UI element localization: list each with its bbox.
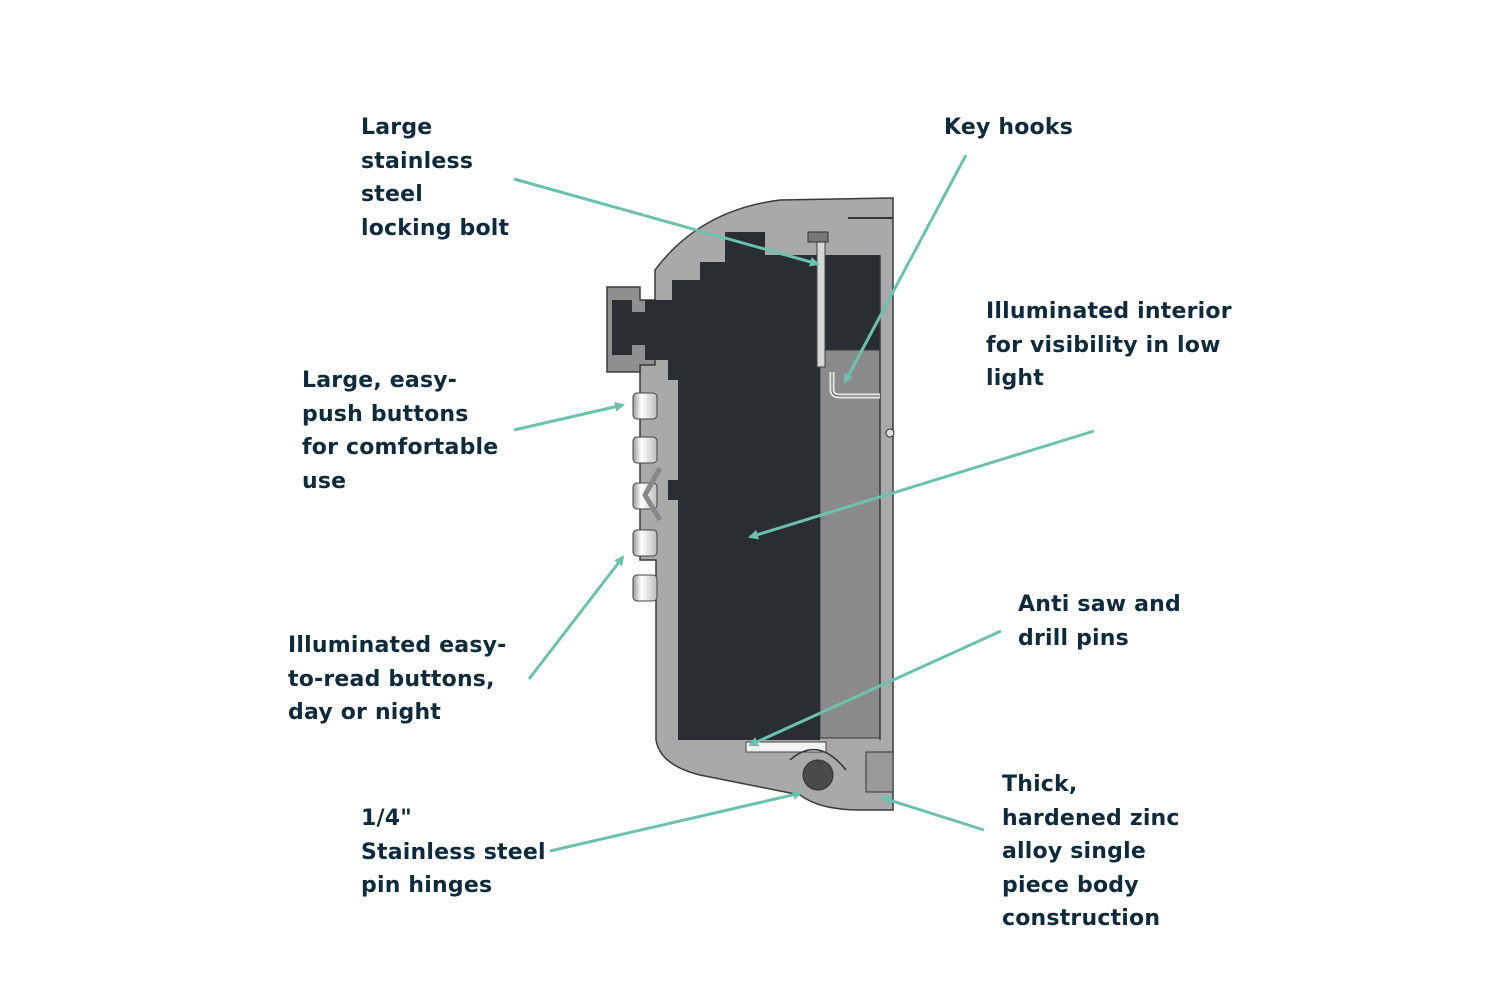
keypad-button [632,436,658,464]
label-illuminated-interior: Illuminated interior for visibility in l… [986,299,1232,391]
label-locking-bolt: Large stainless steel locking bolt [361,115,510,241]
keypad-button [632,392,658,420]
hinge-pin-part [802,759,834,791]
inner-cavity [612,232,880,740]
label-pin-hinges: 1/4" Stainless steel pin hinges [361,806,546,898]
leader-illuminated-interior [748,429,1095,540]
label-illuminated-buttons: Illuminated easy- to-read buttons, day o… [288,633,507,725]
label-key-hooks: Key hooks [944,115,1073,140]
leader-illuminated-buttons [527,555,625,680]
leader-anti-saw-pins [748,629,1002,747]
keypad-buttons [632,392,663,602]
leader-pin-hinges [549,789,803,853]
leader-zinc-body [881,795,985,832]
leader-push-buttons [513,401,625,432]
door-panel [819,349,881,739]
label-anti-saw-pins: Anti saw and drill pins [1018,592,1181,651]
keypad-button [632,529,658,557]
keypad-button [632,574,658,602]
locking-bolt-part [816,236,826,368]
callout-leaders [513,154,1095,853]
label-push-buttons: Large, easy- push buttons for comfortabl… [302,368,499,494]
anti-saw-pin-part [745,741,827,753]
leader-key-hooks [843,154,968,384]
label-zinc-body: Thick, hardened zinc alloy single piece … [1002,772,1180,931]
leader-locking-bolt [513,177,820,267]
